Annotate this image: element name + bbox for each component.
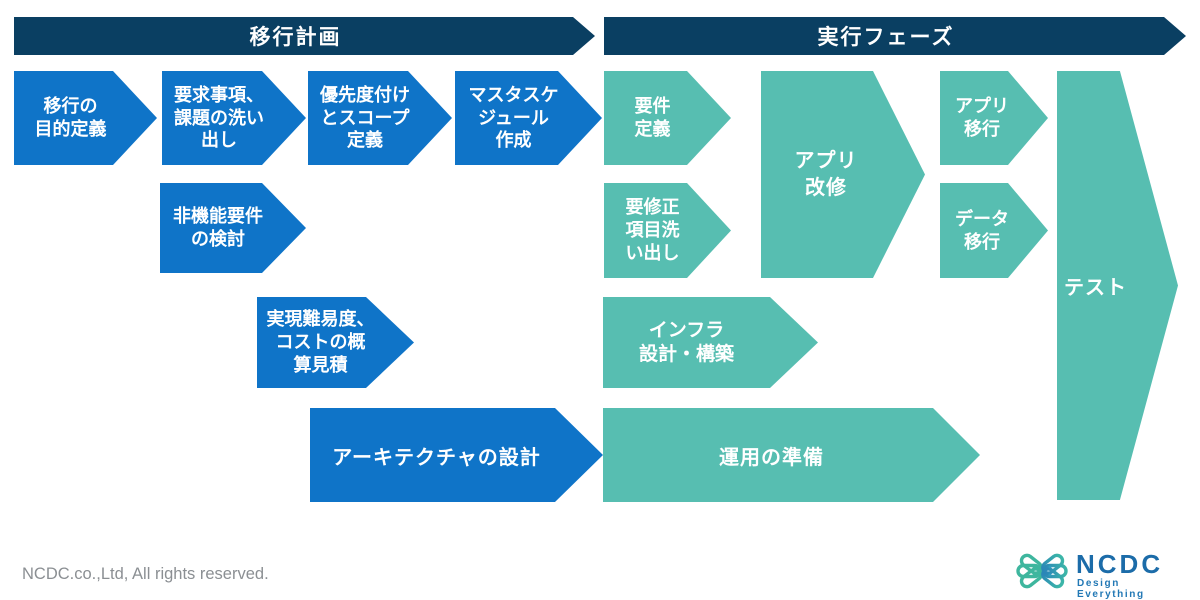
step-label-line: 非機能要件 bbox=[173, 206, 263, 227]
step-label-line: 要修正 bbox=[625, 197, 680, 218]
ncdc-logo-mark-icon bbox=[1016, 553, 1068, 589]
step-label-line: 課題の洗い bbox=[174, 107, 264, 128]
step-label-line: 作成 bbox=[495, 130, 532, 151]
header-execution-phase: 実行フェーズ bbox=[604, 17, 1186, 55]
step-label-line: い出し bbox=[625, 242, 680, 263]
header-execution-phase-label: 実行フェーズ bbox=[817, 26, 955, 49]
step-label-line: マスタスケ bbox=[468, 84, 559, 105]
step-label-line: アーキテクチャの設計 bbox=[332, 446, 541, 469]
step-infra-design-build: インフラ 設計・構築 bbox=[603, 297, 818, 388]
step-requirement-definition: 要件 定義 bbox=[604, 71, 731, 165]
ncdc-logo-tagline: Design Everything bbox=[1077, 578, 1145, 600]
header-migration-plan: 移行計画 bbox=[14, 17, 595, 55]
step-label-line: 項目洗 bbox=[625, 220, 680, 241]
step-label-line: 実現難易度、 bbox=[266, 309, 375, 330]
step-label-line: アプリ bbox=[794, 149, 858, 172]
step-nonfunctional: 非機能要件 の検討 bbox=[160, 183, 306, 273]
step-label-line: 定義 bbox=[347, 130, 383, 151]
step-label-line: ジュール bbox=[478, 107, 549, 128]
step-fix-item-listing: 要修正 項目洗 い出し bbox=[604, 183, 731, 278]
step-label-line: 移行 bbox=[964, 119, 1000, 139]
step-label-line: 移行 bbox=[964, 231, 1000, 252]
step-label-line: アプリ bbox=[955, 96, 1009, 117]
ncdc-logo-wordmark: NCDC bbox=[1076, 549, 1164, 579]
step-app-migration: アプリ 移行 bbox=[940, 71, 1048, 165]
step-label-line: とスコープ bbox=[320, 107, 410, 128]
step-label-line: 算見積 bbox=[293, 354, 348, 375]
step-label-line: 改修 bbox=[805, 176, 847, 199]
step-priority-scope: 優先度付け とスコープ 定義 bbox=[308, 71, 452, 165]
step-label-line: 要件 bbox=[634, 96, 671, 117]
step-label-line: データ bbox=[955, 208, 1009, 229]
step-label-line: の検討 bbox=[191, 229, 245, 249]
step-feasibility: 実現難易度、 コストの概 算見積 bbox=[257, 297, 414, 388]
step-label-line: 要求事項、 bbox=[174, 84, 264, 105]
step-label-line: 設計・構築 bbox=[638, 343, 734, 365]
step-label-line: 優先度付け bbox=[320, 84, 410, 105]
copyright-text: NCDC.co.,Ltd, All rights reserved. bbox=[22, 565, 269, 583]
step-data-migration: データ 移行 bbox=[940, 183, 1048, 278]
step-operation-prep: 運用の準備 bbox=[603, 408, 980, 502]
step-requirements: 要求事項、 課題の洗い 出し bbox=[162, 71, 306, 165]
step-label-line: コストの概 bbox=[275, 332, 366, 353]
step-master-schedule: マスタスケ ジュール 作成 bbox=[455, 71, 602, 165]
step-architecture: アーキテクチャの設計 bbox=[310, 408, 603, 502]
ncdc-logo: NCDC Design Everything bbox=[1016, 549, 1186, 600]
step-test: テスト bbox=[1057, 71, 1178, 500]
step-label-line: テスト bbox=[1064, 277, 1127, 299]
step-label-line: 移行の bbox=[43, 96, 98, 117]
step-purpose: 移行の 目的定義 bbox=[14, 71, 157, 165]
step-label-line: 目的定義 bbox=[34, 119, 107, 139]
step-app-renovation: アプリ 改修 bbox=[761, 71, 925, 278]
step-label-line: インフラ bbox=[648, 319, 725, 341]
step-label-line: 運用の準備 bbox=[719, 446, 824, 469]
step-label-line: 出し bbox=[201, 130, 237, 151]
header-migration-plan-label: 移行計画 bbox=[249, 26, 342, 49]
step-label-line: 定義 bbox=[634, 119, 671, 139]
